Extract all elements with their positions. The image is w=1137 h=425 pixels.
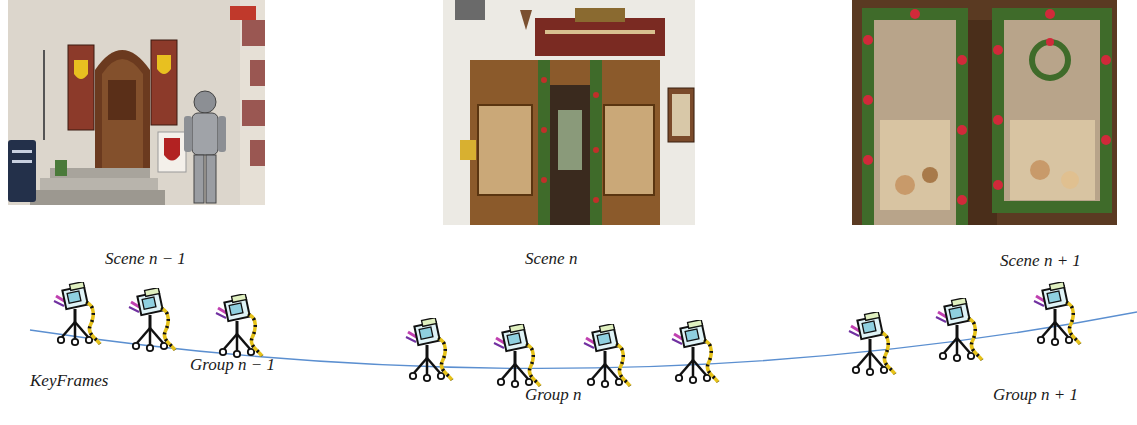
camera-group xyxy=(406,318,718,388)
scene-label: Scene n xyxy=(525,250,577,269)
group-label: Group n + 1 xyxy=(993,386,1078,405)
camera-icon xyxy=(849,312,895,376)
camera-icon xyxy=(1034,282,1080,346)
camera-icon xyxy=(216,294,262,358)
camera-icon xyxy=(494,324,540,388)
camera-group xyxy=(849,282,1080,376)
group-label: Group n xyxy=(525,386,582,405)
camera-icon xyxy=(936,298,982,362)
group-label: Group n − 1 xyxy=(190,356,275,375)
scene-label: Scene n − 1 xyxy=(105,250,186,269)
scene-photo xyxy=(852,0,1117,225)
camera-icon xyxy=(129,288,175,352)
scene-photo xyxy=(443,0,695,225)
keyframes-label: KeyFrames xyxy=(30,372,108,391)
camera-icon xyxy=(672,320,718,384)
camera-group xyxy=(54,282,262,358)
scene-label: Scene n + 1 xyxy=(1000,252,1081,271)
camera-icon xyxy=(406,318,452,382)
camera-icon xyxy=(54,282,100,346)
scene-photo xyxy=(8,0,265,205)
camera-icon xyxy=(584,324,630,388)
